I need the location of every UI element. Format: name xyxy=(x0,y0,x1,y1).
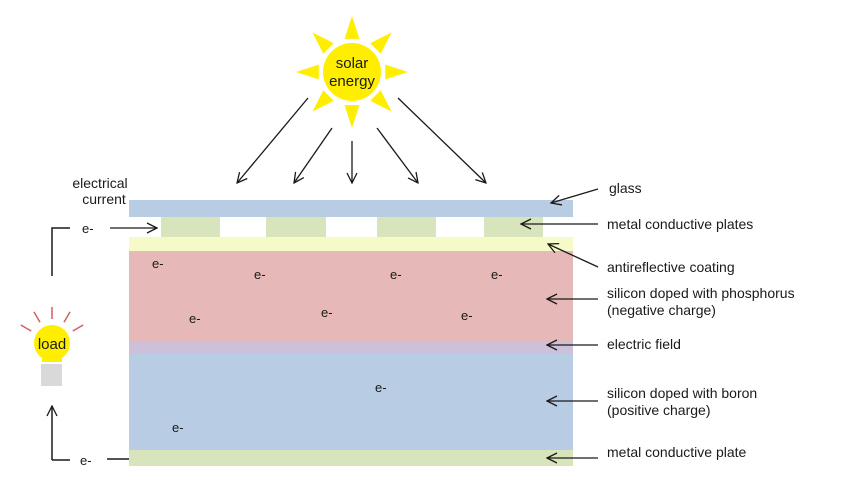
sunlight-arrow xyxy=(294,127,333,183)
antireflective-layer xyxy=(129,237,573,251)
label-p-type-line1: silicon doped with boron xyxy=(607,385,757,401)
metal-plate-top xyxy=(484,217,543,237)
electron: e- xyxy=(461,308,473,323)
electric-field-layer xyxy=(129,342,573,354)
sun-ray xyxy=(344,16,360,39)
electron: e- xyxy=(189,311,201,326)
sun-label-line1: solar xyxy=(336,55,369,72)
label-glass: glass xyxy=(609,180,642,196)
pointer-antireflective xyxy=(548,244,599,268)
bulb-ray xyxy=(63,311,71,323)
electron: e- xyxy=(152,256,164,271)
label-n-type-line1: silicon doped with phosphorus xyxy=(607,285,795,301)
sun-ray xyxy=(296,64,319,80)
label-metal-plates: metal conductive plates xyxy=(607,216,753,232)
metal-plate-bottom xyxy=(129,450,573,466)
circuit-wire-top xyxy=(51,227,70,276)
pointer-glass xyxy=(551,188,599,203)
metal-plate-top xyxy=(161,217,220,237)
solar-cell xyxy=(129,200,573,466)
bulb-ray xyxy=(20,324,32,332)
layer-labels xyxy=(521,188,599,458)
electrical-current-label-line2: current xyxy=(82,191,126,207)
electron: e- xyxy=(491,267,503,282)
sun-ray xyxy=(312,32,334,54)
bulb-ray xyxy=(33,311,41,323)
sun-ray xyxy=(344,105,360,128)
sun-core xyxy=(323,43,381,101)
sun-ray xyxy=(312,90,334,112)
glass-layer xyxy=(129,200,573,217)
layer-label-texts: glass metal conductive plates antireflec… xyxy=(607,180,795,460)
electron: e- xyxy=(321,305,333,320)
sunlight-arrow xyxy=(376,127,418,183)
bulb-ray xyxy=(72,324,84,332)
bulb-base xyxy=(41,364,62,386)
electron: e- xyxy=(375,380,387,395)
sunlight-arrows xyxy=(237,97,486,183)
electrical-current-label-line1: electrical xyxy=(72,175,127,191)
sun-ray xyxy=(370,90,392,112)
p-type-silicon-layer xyxy=(129,354,573,450)
bulb-rays xyxy=(20,307,84,332)
sun: solar energy xyxy=(296,16,408,128)
electron-bottom-label: e- xyxy=(80,453,92,468)
electron: e- xyxy=(172,420,184,435)
bulb-glass xyxy=(42,350,62,362)
metal-plate-top xyxy=(377,217,436,237)
label-p-type-line2: (positive charge) xyxy=(607,402,711,418)
electron-top-label: e- xyxy=(82,221,94,236)
external-circuit: electrical current e- load e- xyxy=(20,175,157,468)
load-bulb: load xyxy=(20,307,84,386)
label-electric-field: electric field xyxy=(607,336,681,352)
load-label: load xyxy=(38,336,66,353)
electron: e- xyxy=(390,267,402,282)
label-antireflective: antireflective coating xyxy=(607,259,735,275)
sun-ray xyxy=(385,64,408,80)
electrons: e- e- e- e- e- e- e- e- e- xyxy=(152,256,503,435)
sunlight-arrow xyxy=(397,97,486,183)
label-n-type-line2: (negative charge) xyxy=(607,302,716,318)
label-metal-plate-bottom: metal conductive plate xyxy=(607,444,747,460)
sun-rays xyxy=(296,16,408,128)
electron: e- xyxy=(254,267,266,282)
n-type-silicon-layer xyxy=(129,251,573,342)
metal-plate-top xyxy=(266,217,326,237)
sunlight-arrow xyxy=(237,97,309,183)
sun-label-line2: energy xyxy=(329,73,375,90)
sun-ray xyxy=(370,32,392,54)
